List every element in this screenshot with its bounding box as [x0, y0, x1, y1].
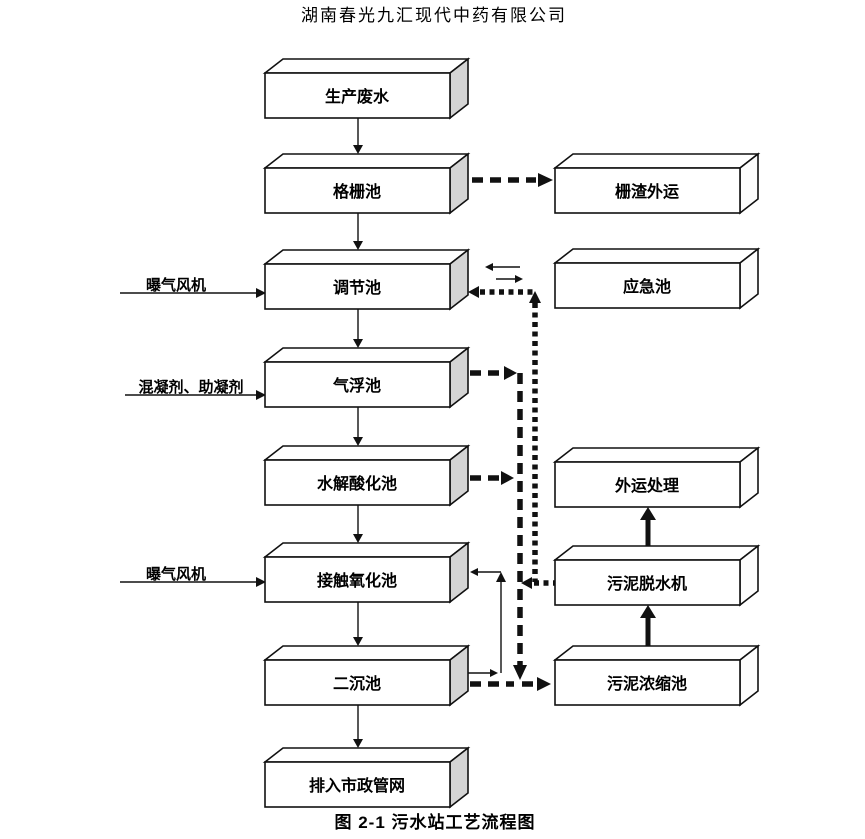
input-label-aeration-blower-1: 曝气风机 — [146, 276, 206, 294]
edge-thickening-to-dewatering-thick-arrow — [640, 605, 656, 646]
main-flow-connectors — [353, 118, 363, 748]
node-hydrolysis-acidification-pool: 水解酸化池 — [264, 445, 469, 506]
edge-aeration-blower-1-arrow — [120, 288, 266, 298]
node-label: 生产废水 — [325, 87, 390, 106]
edge-coagulant-arrow — [125, 390, 266, 400]
node-sludge-dewatering-machine: 污泥脱水机 — [554, 545, 759, 606]
node-secondary-sedimentation-pool: 二沉池 — [264, 645, 469, 706]
node-regulating-pool: 调节池 — [264, 249, 469, 310]
node-label: 接触氧化池 — [317, 571, 397, 590]
node-municipal-pipe-network: 排入市政管网 — [264, 747, 469, 808]
node-contact-oxidation-pool: 接触氧化池 — [264, 542, 469, 603]
node-label: 水解酸化池 — [317, 474, 397, 493]
page-title: 湖南春光九汇现代中药有限公司 — [301, 6, 567, 25]
edge-sedimentation-return-arrow — [452, 568, 506, 677]
edge-dewatering-return-dotted-line — [468, 286, 556, 589]
figure-caption: 图 2-1 污水站工艺流程图 — [334, 812, 535, 832]
node-label: 外运处理 — [614, 476, 679, 495]
edge-aeration-blower-2-arrow — [120, 577, 266, 587]
node-label: 污泥浓缩池 — [607, 674, 687, 693]
node-grid-pool: 格栅池 — [264, 153, 469, 214]
node-outward-treatment: 外运处理 — [554, 447, 759, 508]
node-grid-residue-transport: 栅渣外运 — [554, 153, 759, 214]
edge-dewatering-to-outward-thick-arrow — [640, 507, 656, 546]
node-label: 栅渣外运 — [615, 182, 679, 201]
node-label: 应急池 — [623, 277, 671, 296]
node-label: 气浮池 — [332, 376, 381, 395]
node-label: 调节池 — [333, 278, 381, 297]
edge-regulating-emergency-double-arrows — [485, 263, 523, 283]
node-production-wastewater: 生产废水 — [264, 58, 469, 119]
node-label: 污泥脱水机 — [607, 574, 687, 593]
node-label: 格栅池 — [333, 182, 381, 201]
node-air-flotation-pool: 气浮池 — [264, 347, 469, 408]
node-sludge-thickening-pool: 污泥浓缩池 — [554, 645, 759, 706]
edge-flotation-sludge-dashed-arrow — [470, 366, 517, 380]
input-label-coagulant: 混凝剂、助凝剂 — [138, 378, 243, 396]
edge-grid-to-residue-dashed-arrow — [472, 173, 553, 187]
input-label-aeration-blower-2: 曝气风机 — [146, 565, 206, 583]
node-label: 二沉池 — [333, 674, 381, 693]
node-label: 排入市政管网 — [309, 776, 405, 795]
node-emergency-pool: 应急池 — [554, 248, 759, 309]
